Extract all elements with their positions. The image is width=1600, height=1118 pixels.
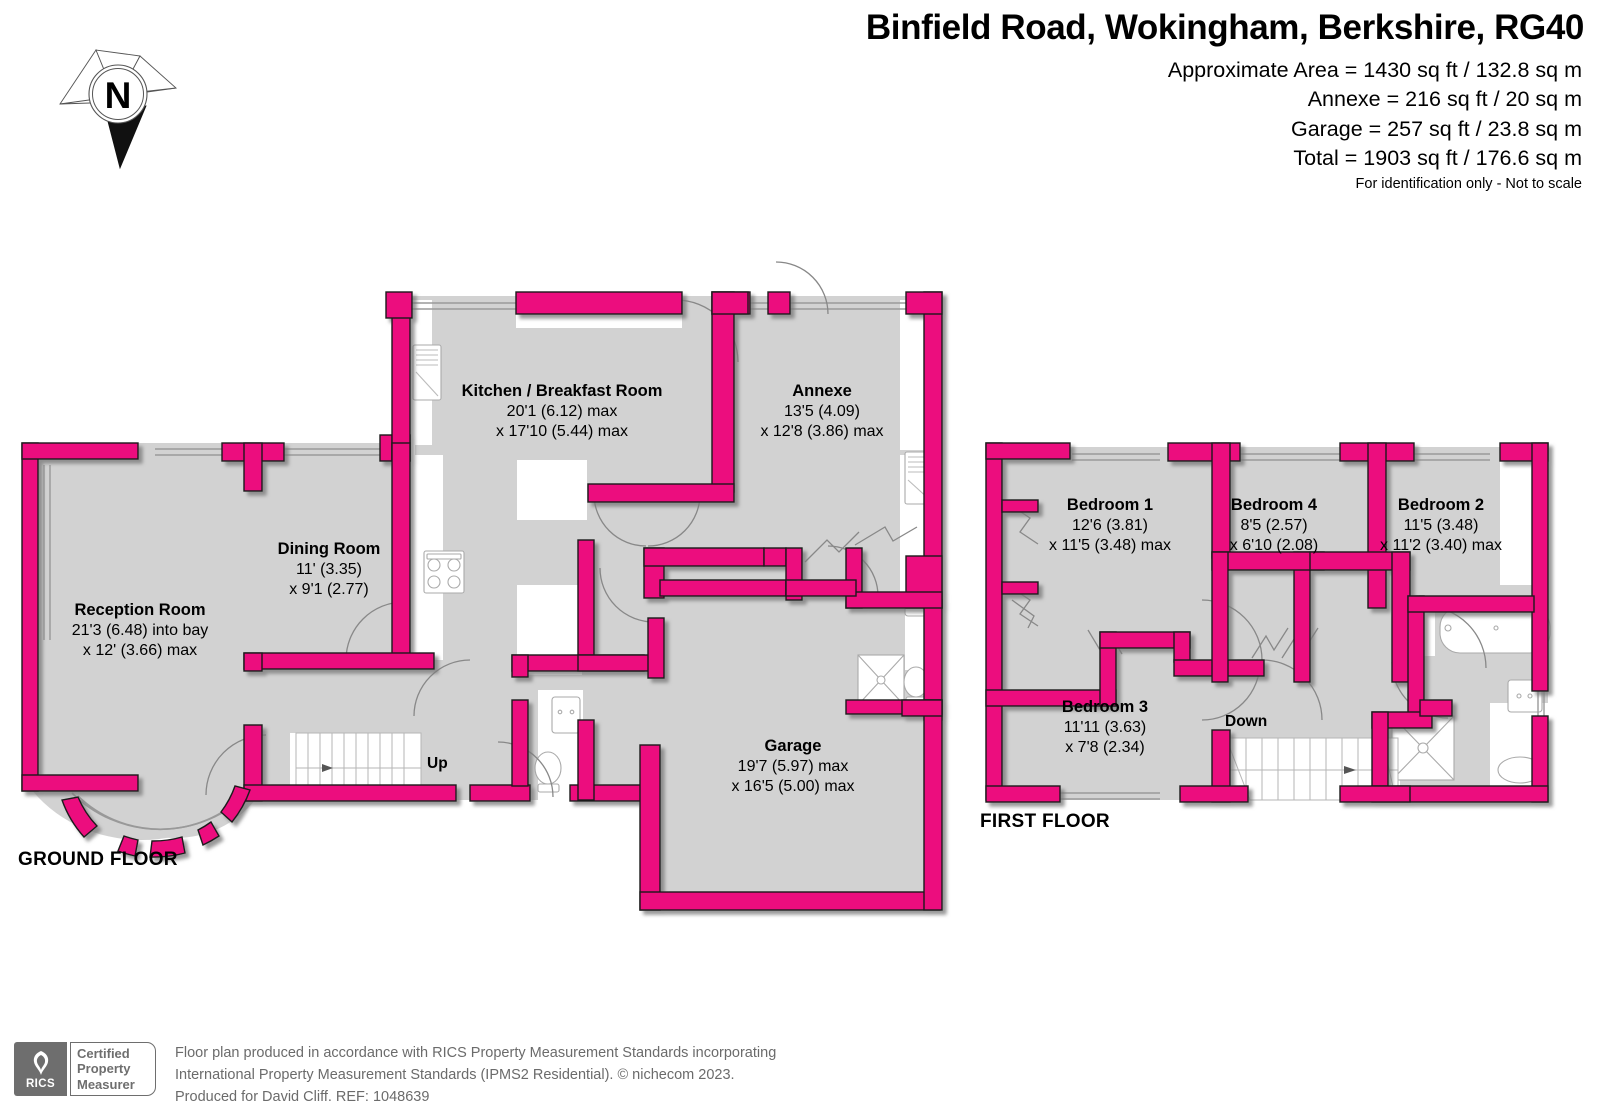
cooker-hob-icon xyxy=(423,550,465,594)
area-line-garage: Garage = 257 sq ft / 23.8 sq m xyxy=(1290,116,1582,141)
room-label-bedroom-4: Bedroom 4 8'5 (2.57) x 6'10 (2.08) xyxy=(1229,496,1319,554)
toilet-icon xyxy=(534,751,562,793)
area-summary: Approximate Area = 1430 sq ft / 132.8 sq… xyxy=(1168,56,1582,174)
shower-tray-icon xyxy=(857,654,905,706)
room-label-garage: Garage 19'7 (5.97) max x 16'5 (5.00) max xyxy=(731,737,855,795)
radiator-icon xyxy=(412,344,442,401)
footer-disclaimer-text: Floor plan produced in accordance with R… xyxy=(175,1042,776,1108)
room-label-bedroom-1: Bedroom 1 12'6 (3.81) x 11'5 (3.48) max xyxy=(1049,496,1171,554)
ground-floor-walls xyxy=(21,291,943,911)
floor-plan-drawing xyxy=(21,261,1551,911)
stair-direction-up-label: Up xyxy=(427,755,448,772)
area-line-annexe: Annexe = 216 sq ft / 20 sq m xyxy=(1307,87,1582,112)
area-line-total: Total = 1903 sq ft / 176.6 sq m xyxy=(1293,146,1582,171)
ground-floor-title: GROUND FLOOR xyxy=(18,849,178,870)
room-label-bedroom-2: Bedroom 2 11'5 (3.48) x 11'2 (3.40) max xyxy=(1380,496,1502,554)
rics-wordmark: RICS xyxy=(25,1077,56,1090)
area-line-approximate: Approximate Area = 1430 sq ft / 132.8 sq… xyxy=(1167,58,1582,82)
room-label-dining-room: Dining Room 11' (3.35) x 9'1 (2.77) xyxy=(277,540,381,598)
first-floor-title: FIRST FLOOR xyxy=(980,811,1110,832)
rics-logo-icon: RICS xyxy=(14,1042,67,1096)
rics-line-3: Measurer xyxy=(77,1076,135,1092)
wash-basin-icon xyxy=(551,696,581,734)
room-label-reception-room: Reception Room 21'3 (6.48) into bay x 12… xyxy=(71,601,209,659)
ground-floor-door-swings xyxy=(205,261,918,798)
disclaimer-text: For identification only - Not to scale xyxy=(1355,176,1582,192)
rics-line-1: Certified xyxy=(77,1046,130,1061)
rics-certified-badge: RICS Certified Property Measurer xyxy=(14,1042,156,1096)
footer-line-3: Produced for David Cliff. REF: 1048639 xyxy=(175,1089,430,1106)
page-title: Binfield Road, Wokingham, Berkshire, RG4… xyxy=(865,8,1585,47)
compass-north-letter: N xyxy=(105,75,132,116)
room-label-bedroom-3: Bedroom 3 11'11 (3.63) x 7'8 (2.34) xyxy=(1061,698,1149,756)
compass-rose-icon: N xyxy=(48,28,188,173)
first-floor-fixtures xyxy=(1391,606,1551,784)
room-label-kitchen-breakfast-room: Kitchen / Breakfast Room 20'1 (6.12) max… xyxy=(461,382,663,440)
footer-line-2: International Property Measurement Stand… xyxy=(175,1067,735,1084)
room-label-annexe: Annexe 13'5 (4.09) x 12'8 (3.86) max xyxy=(760,382,884,440)
rics-line-2: Property xyxy=(77,1061,131,1077)
stair-direction-down-label: Down xyxy=(1225,713,1268,730)
footer-line-1: Floor plan produced in accordance with R… xyxy=(175,1045,777,1061)
first-floor-walls xyxy=(985,442,1549,803)
footer: RICS Certified Property Measurer Floor p… xyxy=(0,1030,1600,1118)
rics-certified-text: Certified Property Measurer xyxy=(70,1042,156,1096)
